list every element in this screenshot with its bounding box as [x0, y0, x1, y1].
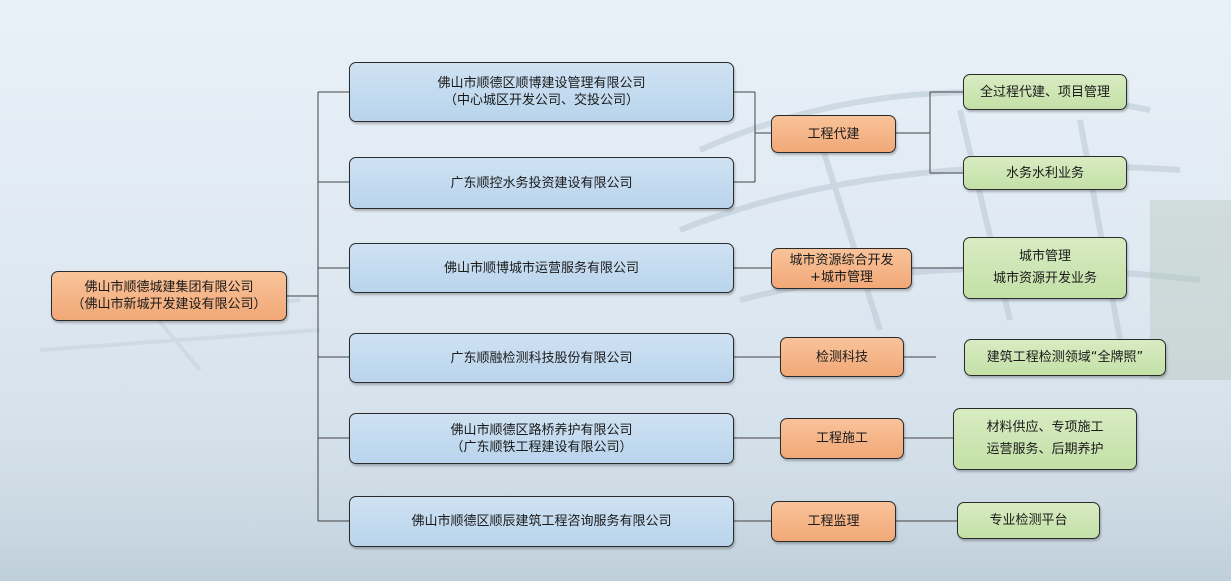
company-alias: （中心城区开发公司、交投公司） [443, 93, 639, 108]
root-company-name: 佛山市顺德城建集团有限公司 [84, 280, 254, 295]
company-name: 广东顺融检测科技股份有限公司 [450, 350, 633, 366]
company-box-shunbo-construction: 佛山市顺德区顺博建设管理有限公司 （中心城区开发公司、交投公司） [349, 62, 734, 122]
company-name: 佛山市顺博城市运营服务有限公司 [443, 260, 639, 276]
business-label: 城市管理 [1018, 249, 1071, 264]
business-label-line2: 运营服务、后期养护 [986, 442, 1104, 457]
segment-label: 检测科技 [815, 349, 868, 365]
business-label: 水务水利业务 [1005, 165, 1084, 181]
segment-box-project-agency: 工程代建 [771, 115, 896, 153]
segment-label: 工程施工 [815, 431, 868, 446]
company-name: 佛山市顺德区顺博建设管理有限公司 [437, 76, 646, 91]
business-label: 专业检测平台 [989, 513, 1068, 528]
business-box-water: 水务水利业务 [963, 156, 1127, 190]
business-box-city-management: 城市管理 城市资源开发业务 [963, 237, 1127, 299]
business-label: 建筑工程检测领域“全牌照” [986, 350, 1144, 365]
company-box-shunrong-testing: 广东顺融检测科技股份有限公司 [349, 333, 734, 383]
segment-box-construction: 工程施工 [780, 418, 904, 459]
segment-label: 工程监理 [807, 514, 860, 529]
business-box-testing-platform: 专业检测平台 [957, 502, 1100, 539]
business-label: 全过程代建、项目管理 [979, 84, 1110, 100]
segment-box-testing-tech: 检测科技 [780, 337, 904, 377]
business-box-full-process: 全过程代建、项目管理 [963, 74, 1127, 110]
segment-label-line2: +城市管理 [810, 269, 873, 285]
business-label: 材料供应、专项施工 [986, 420, 1104, 435]
company-box-shunbo-city-ops: 佛山市顺博城市运营服务有限公司 [349, 243, 734, 293]
company-box-shunchen-consulting: 佛山市顺德区顺辰建筑工程咨询服务有限公司 [349, 496, 734, 547]
company-name: 佛山市顺德区路桥养护有限公司 [450, 422, 633, 438]
company-box-road-bridge: 佛山市顺德区路桥养护有限公司 （广东顺铁工程建设有限公司） [349, 413, 734, 464]
root-company-box: 佛山市顺德城建集团有限公司 （佛山市新城开发建设有限公司） [51, 271, 287, 321]
segment-box-urban-resources: 城市资源综合开发 +城市管理 [771, 248, 912, 289]
company-box-shunkong-water: 广东顺控水务投资建设有限公司 [349, 157, 734, 209]
business-box-materials-services: 材料供应、专项施工 运营服务、后期养护 [953, 408, 1137, 470]
business-label-line2: 城市资源开发业务 [992, 271, 1097, 286]
root-company-alias: （佛山市新城开发建设有限公司） [71, 297, 267, 312]
segment-label: 城市资源综合开发 [789, 252, 894, 268]
segment-label: 工程代建 [807, 126, 860, 142]
segment-box-supervision: 工程监理 [771, 501, 896, 542]
business-box-testing-license: 建筑工程检测领域“全牌照” [964, 339, 1166, 376]
company-name: 佛山市顺德区顺辰建筑工程咨询服务有限公司 [411, 514, 672, 529]
company-name: 广东顺控水务投资建设有限公司 [450, 175, 633, 191]
company-alias: （广东顺铁工程建设有限公司） [450, 439, 633, 455]
